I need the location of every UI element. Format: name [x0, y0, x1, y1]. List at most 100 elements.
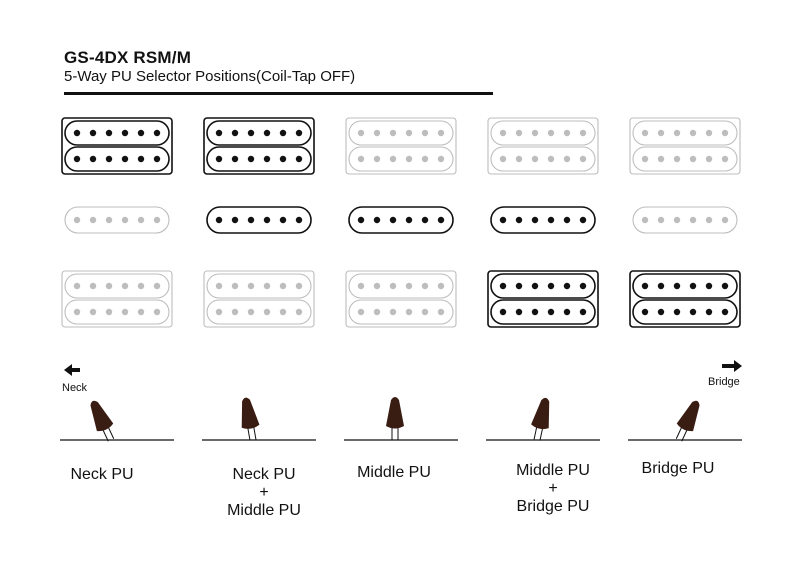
bridge-humbucker-pos5 [629, 270, 741, 328]
pole-piece [673, 282, 681, 290]
pole-piece [421, 308, 429, 316]
pole-piece [547, 216, 555, 224]
pole-piece [531, 308, 539, 316]
bridge-humbucker-pos3 [345, 270, 457, 328]
pole-piece [437, 216, 445, 224]
pole-piece [563, 155, 571, 163]
pole-piece [153, 216, 161, 224]
pole-piece [215, 155, 223, 163]
pole-piece [295, 216, 303, 224]
pole-piece [579, 308, 587, 316]
pole-piece [357, 216, 365, 224]
pole-piece [405, 155, 413, 163]
pole-piece [215, 216, 223, 224]
bridge-humbucker-pos2 [203, 270, 315, 328]
pole-piece [547, 282, 555, 290]
pole-piece [389, 282, 397, 290]
pole-piece [673, 216, 681, 224]
pole-piece [215, 129, 223, 137]
pole-piece [721, 282, 729, 290]
pole-piece [641, 282, 649, 290]
pole-piece [389, 216, 397, 224]
pole-piece [579, 129, 587, 137]
pole-piece [499, 308, 507, 316]
pole-piece [279, 282, 287, 290]
pole-piece [689, 129, 697, 137]
pole-piece [657, 308, 665, 316]
neck-humbucker-pos2 [203, 117, 315, 175]
middle-single-pos2 [206, 206, 312, 234]
pole-piece [279, 155, 287, 163]
pole-piece [421, 129, 429, 137]
pole-piece [641, 129, 649, 137]
pole-piece [689, 155, 697, 163]
pole-piece [357, 282, 365, 290]
pole-piece [153, 308, 161, 316]
pole-piece [579, 282, 587, 290]
pole-piece [263, 282, 271, 290]
neck-humbucker-pos5 [629, 117, 741, 175]
pole-piece [547, 155, 555, 163]
pole-piece [499, 216, 507, 224]
pole-piece [73, 308, 81, 316]
selector-switch-pos1 [60, 400, 174, 442]
position-label-5: Bridge PU [598, 460, 758, 478]
pole-piece [89, 308, 97, 316]
switch-knob-icon [676, 400, 700, 432]
pole-piece [247, 129, 255, 137]
pole-piece [563, 216, 571, 224]
pole-piece [121, 216, 129, 224]
pole-piece [105, 282, 113, 290]
pole-piece [247, 216, 255, 224]
arrow-right-icon [722, 360, 742, 372]
position-label-4: Middle PU+Bridge PU [473, 462, 633, 516]
pole-piece [389, 129, 397, 137]
position-label-line: Bridge PU [516, 498, 590, 515]
position-label-line: Middle PU [227, 502, 301, 519]
diagram-title: GS-4DX RSM/M [64, 48, 192, 67]
switch-knob-icon [386, 397, 404, 429]
pole-piece [657, 155, 665, 163]
pole-piece [515, 155, 523, 163]
pole-piece [215, 308, 223, 316]
pole-piece [531, 155, 539, 163]
selector-switch-pos2 [202, 397, 316, 441]
pole-piece [421, 216, 429, 224]
pole-piece [579, 155, 587, 163]
pole-piece [137, 155, 145, 163]
pole-piece [563, 282, 571, 290]
pole-piece [373, 282, 381, 290]
pole-piece [641, 308, 649, 316]
pole-piece [405, 308, 413, 316]
pole-piece [437, 282, 445, 290]
pole-piece [89, 155, 97, 163]
pole-piece [295, 129, 303, 137]
pole-piece [357, 155, 365, 163]
pole-piece [105, 129, 113, 137]
position-label-1: Neck PU [22, 466, 182, 484]
switch-knob-icon [241, 397, 260, 429]
pole-piece [689, 308, 697, 316]
pole-piece [705, 129, 713, 137]
pole-piece [153, 155, 161, 163]
neck-direction-label: Neck [62, 382, 88, 394]
pole-piece [153, 282, 161, 290]
pole-piece [73, 216, 81, 224]
pole-piece [705, 282, 713, 290]
pole-piece [499, 155, 507, 163]
pole-piece [673, 155, 681, 163]
pole-piece [673, 129, 681, 137]
pole-piece [531, 216, 539, 224]
pole-piece [263, 129, 271, 137]
bridge-direction-label: Bridge [708, 376, 740, 388]
pole-piece [405, 129, 413, 137]
switch-knob-icon [531, 397, 550, 430]
pole-piece [263, 155, 271, 163]
pole-piece [231, 155, 239, 163]
pole-piece [263, 216, 271, 224]
neck-humbucker-pos3 [345, 117, 457, 175]
pole-piece [657, 216, 665, 224]
pole-piece [547, 308, 555, 316]
pole-piece [373, 129, 381, 137]
